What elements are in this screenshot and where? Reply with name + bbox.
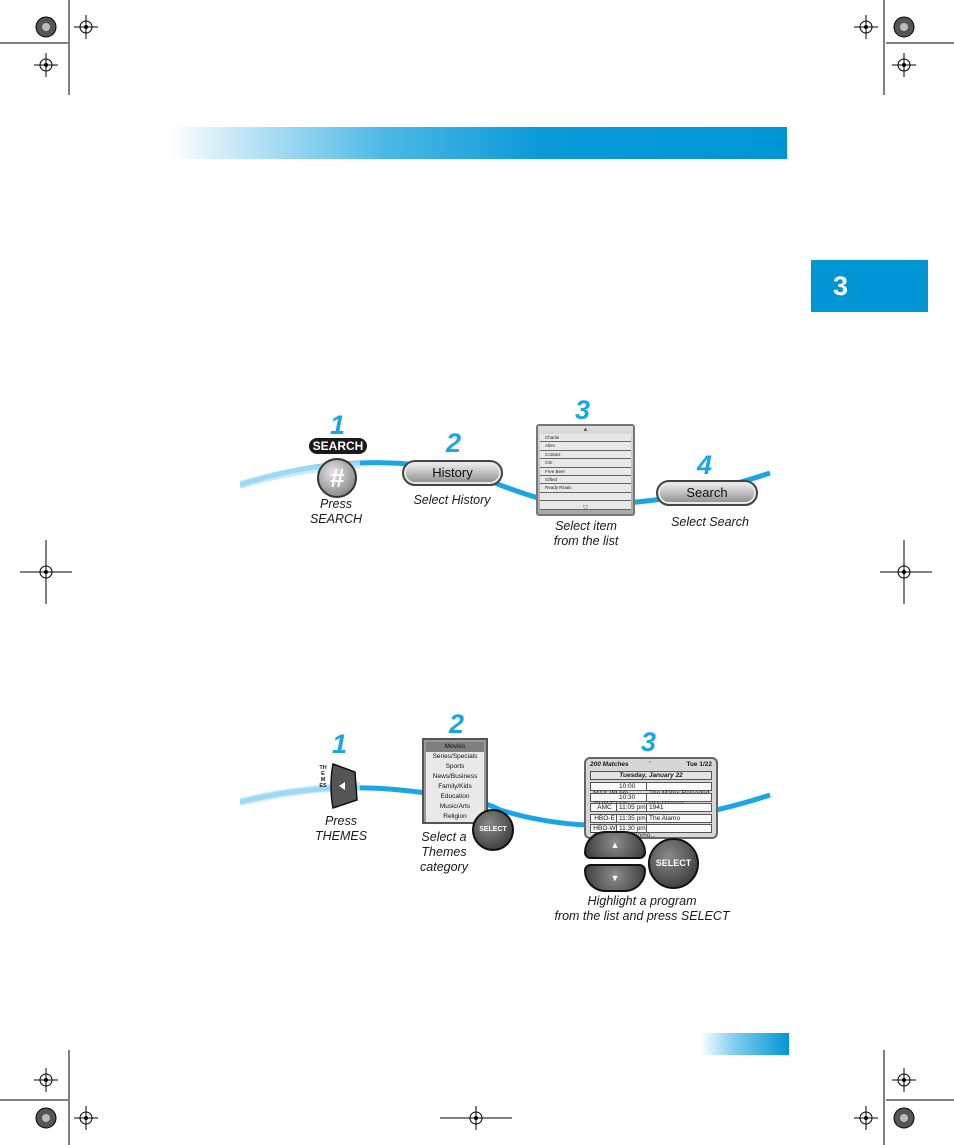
title-cell: The Alamo <box>649 814 681 822</box>
theme-category-item[interactable]: Family/Kids <box>426 782 484 792</box>
themes-side-label: THEMES <box>319 765 327 789</box>
left-arrow-icon <box>339 782 345 790</box>
down-arrow-icon: ▼ <box>610 873 620 883</box>
time-cell: 10:30 pm <box>617 793 647 808</box>
guide-program-row[interactable]: SHO-E10:30 pmVan Helsing <box>590 792 712 808</box>
up-arrow-icon: ▲ <box>610 840 620 850</box>
list-item[interactable]: Alien <box>540 442 631 451</box>
history-button[interactable]: History <box>402 460 503 486</box>
theme-category-item[interactable]: Education <box>426 792 484 802</box>
time-cell: 11:05 pm <box>619 804 647 811</box>
theme-category-item[interactable]: Music/Arts <box>426 802 484 812</box>
theme-category-item[interactable]: Movies <box>426 742 484 752</box>
step-a4-caption: Select Search <box>671 515 749 529</box>
caption-line: category <box>420 860 468 874</box>
theme-category-item[interactable]: News/Business <box>426 772 484 782</box>
step-a3-caption: Select item from the list <box>540 519 632 549</box>
theme-category-item[interactable]: Series/Specials <box>426 752 484 762</box>
step-b1-caption: Press THEMES <box>305 814 377 844</box>
step-b2-number: 2 <box>449 709 465 739</box>
caption-line: from the list <box>553 534 619 548</box>
matches-count: 200 Matches <box>590 761 629 768</box>
theme-category-item[interactable]: Religion <box>426 812 484 822</box>
guide-search-results: 200 Matches Tue 1/22 ⌃ Tuesday, January … <box>584 757 718 839</box>
step-b2-caption: Select a Themes category <box>404 830 484 875</box>
list-item[interactable]: Charlie <box>540 434 631 443</box>
list-item[interactable]: Free Beer <box>540 467 631 476</box>
down-arrow-button[interactable]: ▼ <box>584 864 646 892</box>
channel-cell: HBO-W <box>591 825 617 832</box>
list-scroll-down-icon[interactable]: ▽ <box>582 505 589 512</box>
caption-line: Themes <box>421 845 467 859</box>
list-scroll-up-icon[interactable]: ▲ <box>582 427 589 433</box>
caption-line: Select item <box>555 519 617 533</box>
step-b3-number: 3 <box>641 727 657 757</box>
header-gradient-bar <box>170 127 787 159</box>
step-a2-number: 2 <box>446 428 462 458</box>
caption-line: Press <box>325 814 357 828</box>
chapter-tab: 3 <box>811 260 928 312</box>
caption-line: Highlight a program <box>587 894 697 908</box>
guide-scroll-up-icon[interactable]: ⌃ <box>647 761 653 768</box>
up-arrow-button[interactable]: ▲ <box>584 831 646 859</box>
select-button-small[interactable]: SELECT <box>472 809 514 851</box>
list-item[interactable]: Contact <box>540 450 631 460</box>
time-cell: 11:35 pm <box>619 814 647 822</box>
channel-cell: AMC <box>591 804 617 811</box>
list-item[interactable]: Gifted <box>540 475 631 485</box>
channel-cell: HBO-E <box>591 814 617 822</box>
step-a3-number: 3 <box>575 395 591 425</box>
guide-date-short: Tue 1/22 <box>686 761 712 768</box>
step-a1-caption: Press SEARCH <box>300 497 372 527</box>
caption-line: from the list and press SELECT <box>554 909 730 923</box>
select-button-large[interactable]: SELECT <box>648 838 699 889</box>
themes-left-button[interactable] <box>327 762 359 810</box>
list-item[interactable] <box>540 501 631 510</box>
search-button[interactable]: Search <box>656 480 758 506</box>
step-b1-number: 1 <box>332 729 348 759</box>
caption-line: SEARCH <box>309 512 363 526</box>
step-a2-caption: Select History <box>413 493 491 507</box>
footer-gradient-bar <box>700 1033 789 1055</box>
title-cell: 1941 <box>649 804 664 811</box>
caption-line: THEMES <box>314 829 368 843</box>
step-a1-number: 1 <box>330 410 346 440</box>
search-hash-button[interactable]: # <box>317 458 357 498</box>
step-b3-caption: Highlight a program from the list and pr… <box>540 894 744 924</box>
step-a4-number: 4 <box>697 450 713 480</box>
caption-line: Select a <box>421 830 467 844</box>
time-cell: 11:30 pm <box>619 825 647 832</box>
list-item[interactable]: CSI <box>540 459 631 468</box>
guide-date-header: Tuesday, January 22 <box>590 771 712 780</box>
list-item[interactable] <box>540 492 631 502</box>
time-cell: 10:00 pm <box>617 783 647 797</box>
list-item[interactable]: Ready Rivals <box>540 484 631 493</box>
search-badge: SEARCH <box>309 438 367 454</box>
caption-line: Press <box>320 497 352 511</box>
theme-category-item[interactable]: Sports <box>426 762 484 772</box>
